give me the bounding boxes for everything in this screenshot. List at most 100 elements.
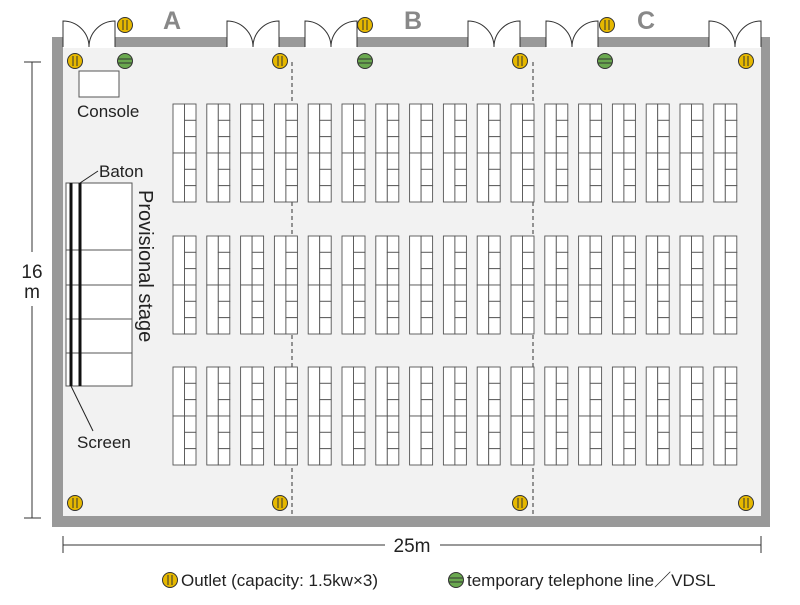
- chair: [184, 268, 197, 286]
- chair: [623, 103, 636, 121]
- outlet-icon: [599, 17, 615, 33]
- desk: [645, 103, 659, 154]
- chair: [251, 382, 265, 401]
- desk: [273, 103, 287, 154]
- desk: [375, 284, 388, 335]
- seating-area: [172, 103, 738, 466]
- chair: [691, 168, 704, 187]
- chair: [522, 431, 535, 450]
- seat-block: [375, 103, 400, 203]
- chair: [589, 136, 603, 154]
- chair: [555, 431, 569, 450]
- chair: [319, 366, 332, 384]
- desk: [510, 103, 523, 154]
- chair: [217, 168, 231, 187]
- desk: [375, 103, 388, 154]
- chair: [454, 168, 467, 187]
- chair: [217, 185, 231, 203]
- chair: [691, 399, 704, 417]
- chair: [217, 284, 231, 302]
- seat-block: [645, 103, 670, 203]
- chair: [319, 136, 332, 154]
- chair: [589, 382, 603, 401]
- chair: [488, 103, 501, 121]
- desk: [273, 235, 287, 286]
- chair: [623, 268, 636, 286]
- desk: [611, 152, 625, 203]
- chair: [420, 136, 434, 154]
- chair: [285, 136, 298, 154]
- chair: [319, 300, 332, 319]
- chair: [251, 284, 265, 302]
- desk: [206, 103, 219, 154]
- chair: [386, 284, 400, 302]
- chair: [623, 152, 636, 170]
- chair: [589, 268, 603, 286]
- chair: [184, 284, 197, 302]
- seat-block: [645, 235, 670, 335]
- desk: [713, 103, 726, 154]
- chair: [420, 431, 434, 450]
- desk: [273, 152, 287, 203]
- chair: [724, 152, 738, 170]
- desk: [645, 235, 659, 286]
- chair: [285, 185, 298, 203]
- chair: [353, 399, 366, 417]
- seat-block: [476, 366, 501, 466]
- outlet-icon: [67, 495, 83, 511]
- chair: [589, 415, 603, 433]
- desk: [240, 235, 253, 286]
- chair: [386, 185, 400, 203]
- chair: [420, 415, 434, 433]
- chair: [319, 268, 332, 286]
- chair: [657, 300, 670, 319]
- chair: [555, 317, 569, 335]
- chair: [454, 317, 467, 335]
- chair: [285, 152, 298, 170]
- desk: [409, 235, 422, 286]
- chair: [251, 366, 265, 384]
- chair: [488, 251, 501, 270]
- chair: [589, 251, 603, 270]
- chair: [623, 251, 636, 270]
- outlet-icon: [738, 53, 754, 69]
- chair: [589, 235, 603, 253]
- chair: [657, 284, 670, 302]
- chair: [353, 119, 366, 138]
- chair: [454, 415, 467, 433]
- chair: [454, 103, 467, 121]
- baton-label: Baton: [99, 162, 143, 181]
- desk: [679, 366, 692, 417]
- chair: [488, 399, 501, 417]
- chair: [184, 251, 197, 270]
- desk: [341, 284, 354, 335]
- chair: [386, 235, 400, 253]
- outlet-icon: [738, 495, 754, 511]
- chair: [488, 268, 501, 286]
- desk: [409, 103, 422, 154]
- desk: [206, 415, 219, 466]
- desk: [578, 152, 591, 203]
- seat-block: [409, 235, 434, 335]
- seat-block: [409, 366, 434, 466]
- chair: [251, 448, 265, 466]
- chair: [522, 152, 535, 170]
- seat-block: [578, 366, 603, 466]
- desk: [544, 152, 557, 203]
- chair: [454, 448, 467, 466]
- chair: [217, 103, 231, 121]
- chair: [285, 399, 298, 417]
- chair: [285, 284, 298, 302]
- seat-block: [442, 366, 467, 466]
- chair: [657, 317, 670, 335]
- desk: [172, 235, 185, 286]
- chair: [285, 448, 298, 466]
- chair: [386, 136, 400, 154]
- desk: [341, 103, 354, 154]
- desk: [172, 103, 185, 154]
- chair: [386, 317, 400, 335]
- chair: [251, 399, 265, 417]
- chair: [522, 300, 535, 319]
- desk: [240, 366, 253, 417]
